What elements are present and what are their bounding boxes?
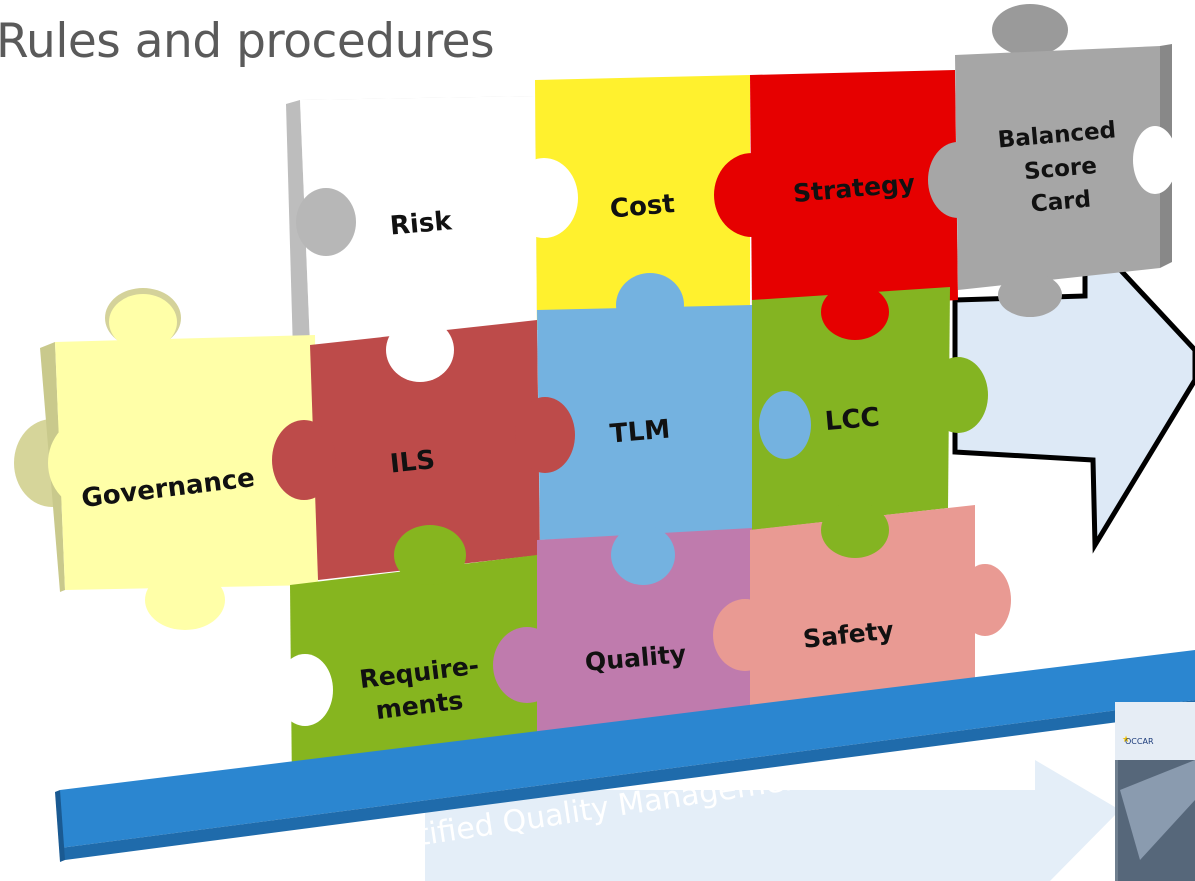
lower-arrow bbox=[425, 760, 1120, 881]
puzzle-piece-balanced-score-card bbox=[955, 4, 1177, 317]
label-cost: Cost bbox=[609, 189, 676, 225]
label-ils: ILS bbox=[389, 445, 437, 480]
label-card: Card bbox=[1030, 186, 1092, 217]
occar-logo-text: OCCAR bbox=[1125, 737, 1154, 746]
page-title: Rules and procedures bbox=[0, 14, 495, 69]
svg-text:★: ★ bbox=[1122, 735, 1130, 745]
puzzle-piece-risk bbox=[286, 96, 537, 352]
puzzle-piece-quality bbox=[537, 525, 777, 770]
puzzle-piece-tlm bbox=[515, 273, 787, 540]
label-lcc: LCC bbox=[824, 402, 881, 437]
puzzle-piece-governance bbox=[14, 288, 318, 630]
label-tlm: TLM bbox=[609, 414, 672, 449]
label-score: Score bbox=[1023, 153, 1098, 185]
label-risk: Risk bbox=[389, 206, 454, 241]
qms-banner bbox=[55, 650, 1195, 862]
puzzle-piece-ils bbox=[272, 318, 540, 580]
puzzle-piece-lcc bbox=[752, 284, 988, 530]
occar-logo: ★ OCCAR bbox=[1115, 702, 1195, 881]
puzzle-piece-requirements bbox=[277, 525, 561, 790]
